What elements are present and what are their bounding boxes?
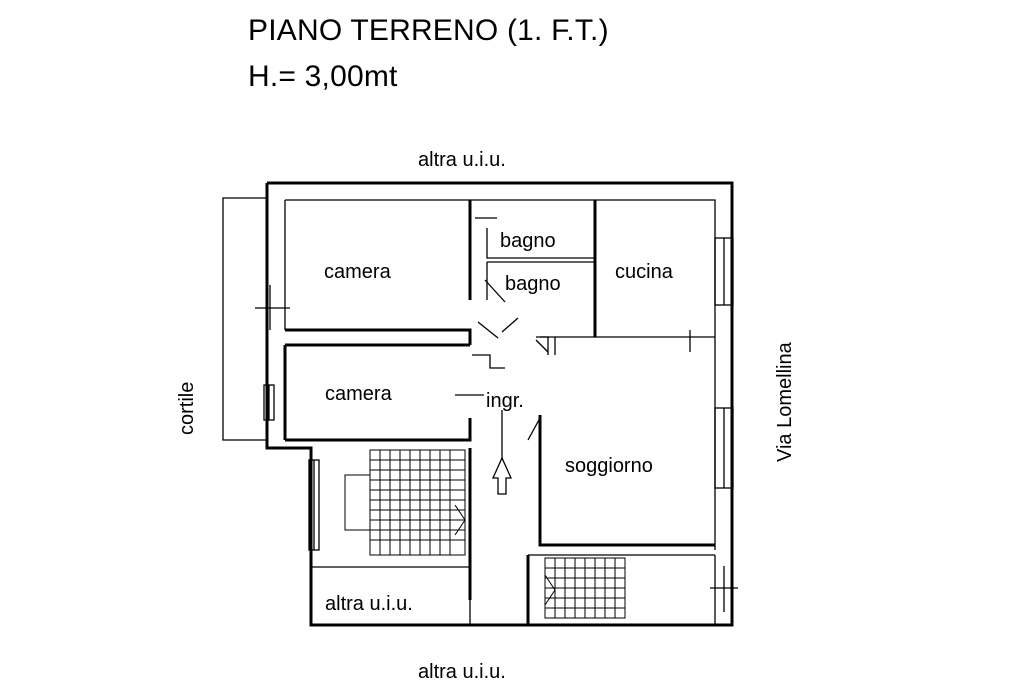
door-marks	[455, 217, 691, 441]
stair-right	[544, 557, 626, 619]
label-via-lomellina: Via Lomellina	[774, 341, 796, 462]
room-bagno-1: bagno	[500, 230, 556, 252]
room-camera-top: camera	[324, 261, 392, 283]
stair-left	[344, 449, 466, 556]
room-cucina: cucina	[615, 261, 674, 283]
room-camera-mid: camera	[325, 383, 393, 405]
room-ingresso: ingr.	[486, 390, 524, 412]
windows	[255, 237, 738, 612]
room-soggiorno: soggiorno	[565, 455, 653, 477]
label-lower-left-unit: altra u.i.u.	[325, 593, 413, 615]
plan-title: PIANO TERRENO (1. F.T.)	[248, 14, 609, 47]
room-bagno-2: bagno	[505, 273, 561, 295]
label-top-unit: altra u.i.u.	[418, 149, 506, 171]
plan-height: H.= 3,00mt	[248, 60, 398, 93]
label-bottom-unit: altra u.i.u.	[418, 661, 506, 682]
entry-arrow	[491, 410, 513, 495]
cortile-band	[222, 197, 267, 441]
label-cortile: cortile	[176, 382, 198, 435]
interior-walls	[283, 200, 716, 625]
